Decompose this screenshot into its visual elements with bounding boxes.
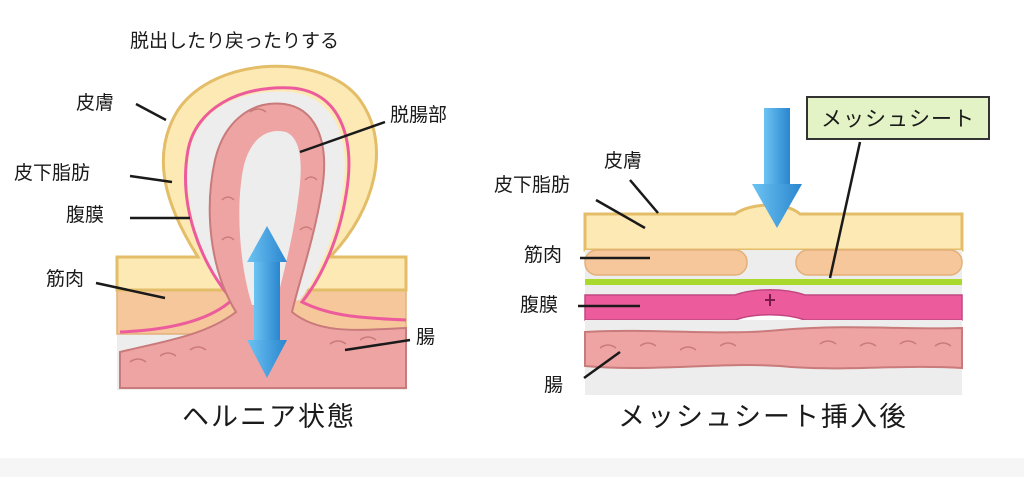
right-intestine-label: 腸 (544, 374, 564, 396)
left-leader-lines (95, 102, 411, 352)
right-muscle-label: 筋肉 (524, 244, 563, 266)
right-fat-label: 皮下脂肪 (494, 174, 571, 196)
left-fat-label: 皮下脂肪 (14, 162, 91, 184)
left-muscle-label: 筋肉 (46, 268, 85, 290)
right-peritoneum-layer (584, 289, 963, 321)
right-muscle-right (795, 249, 963, 276)
right-mesh-illustration (578, 108, 964, 395)
left-peritoneum-label: 腹膜 (66, 204, 105, 226)
prolapsed-intestine-label: 脱腸部 (390, 104, 448, 126)
left-double-arrow-icon (247, 226, 287, 378)
right-intestine (584, 326, 963, 370)
right-muscle-left (584, 249, 748, 276)
left-hernia-illustration (95, 64, 411, 390)
left-intestine-label: 腸 (416, 326, 436, 348)
left-intestine-folds (129, 108, 377, 363)
left-skin-label: 皮膚 (76, 92, 115, 114)
left-caption: ヘルニア状態 (182, 402, 356, 433)
mesh-sheet-callout: メッシュシート (806, 96, 990, 140)
right-caption: メッシュシート挿入後 (618, 402, 908, 433)
bottom-band (0, 458, 1024, 477)
right-leader-lines (578, 141, 862, 380)
suture-mark-icon (765, 294, 775, 306)
right-mesh-sheet (585, 279, 962, 285)
right-intestine-folds (599, 340, 952, 351)
right-skin-label: 皮膚 (604, 150, 643, 172)
right-peritoneum-label: 腹膜 (520, 294, 559, 316)
prolapse-description: 脱出したり戻ったりする (130, 30, 340, 52)
right-down-arrow-icon (752, 108, 802, 228)
